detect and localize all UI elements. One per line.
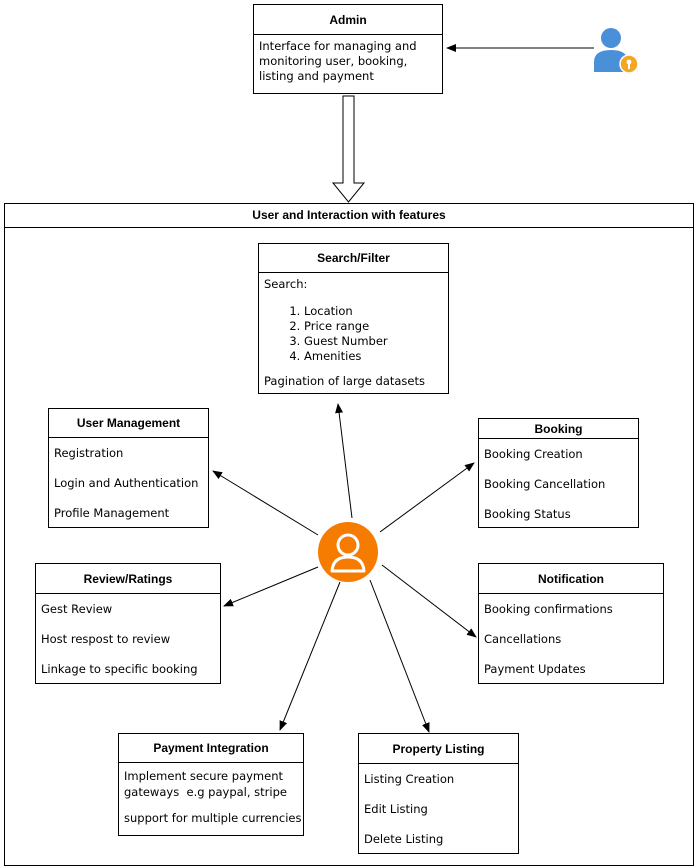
review-ratings-title: Review/Ratings [36, 564, 220, 594]
search-filter-box: Search/Filter Search: Location Price ran… [258, 243, 449, 394]
list-item: Gest Review [41, 602, 113, 616]
search-filter-title: Search/Filter [259, 244, 448, 273]
property-listing-title: Property Listing [359, 734, 518, 764]
review-ratings-box: Review/Ratings Gest Review Host respost … [35, 563, 221, 684]
booking-title: Booking [479, 419, 638, 439]
list-item: Delete Listing [364, 832, 444, 846]
features-container: User and Interaction with features [4, 203, 694, 866]
list-item: Booking Cancellation [484, 477, 606, 491]
container-title: User and Interaction with features [5, 204, 693, 228]
list-item: Booking Creation [484, 447, 583, 461]
list-item: Profile Management [54, 506, 170, 520]
admin-user-key-icon [594, 28, 639, 74]
list-item: Guest Number [304, 334, 443, 349]
admin-description: Interface for managing and monitoring us… [259, 39, 417, 83]
list-item: Host respost to review [41, 632, 171, 646]
list-item: Listing Creation [364, 772, 455, 786]
admin-box: Admin Interface for managing and monitor… [253, 4, 443, 94]
payment-integration-title: Payment Integration [119, 734, 303, 763]
payment-integration-box: Payment Integration Implement secure pay… [118, 733, 304, 836]
list-item: Price range [304, 319, 443, 334]
list-item: Cancellations [484, 632, 562, 646]
user-management-title: User Management [49, 409, 208, 438]
list-item: Booking confirmations [484, 602, 613, 616]
list-item: Booking Status [484, 507, 571, 521]
list-item: Payment Updates [484, 662, 586, 676]
notification-title: Notification [479, 564, 663, 594]
list-item: Edit Listing [364, 802, 428, 816]
user-management-box: User Management Registration Login and A… [48, 408, 209, 528]
search-footer: Pagination of large datasets [264, 374, 425, 388]
admin-to-features-arrow [331, 95, 366, 203]
property-listing-box: Property Listing Listing Creation Edit L… [358, 733, 519, 854]
payment-text-2: support for multiple currencies [124, 811, 302, 825]
list-item: Registration [54, 446, 124, 460]
search-label: Search: [264, 277, 308, 291]
payment-text-1: Implement secure payment gateways e.g pa… [124, 769, 287, 799]
list-item: Location [304, 304, 443, 319]
search-criteria-list: Location Price range Guest Number Amenit… [264, 304, 443, 364]
admin-title: Admin [254, 5, 442, 35]
list-item: Linkage to specific booking [41, 662, 198, 676]
notification-box: Notification Booking confirmations Cance… [478, 563, 664, 684]
booking-box: Booking Booking Creation Booking Cancell… [478, 418, 639, 528]
list-item: Amenities [304, 349, 443, 364]
list-item: Login and Authentication [54, 476, 199, 490]
